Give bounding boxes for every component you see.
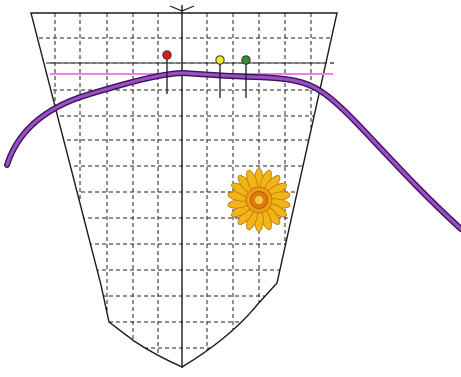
red-pin [162,50,172,94]
yellow-pin [215,55,225,98]
shield-outline [30,12,338,368]
sunflower-center [254,195,264,205]
top-notch [169,5,195,12]
green-pin [241,55,251,98]
purple-curve [4,69,461,232]
sunflower [227,168,291,232]
